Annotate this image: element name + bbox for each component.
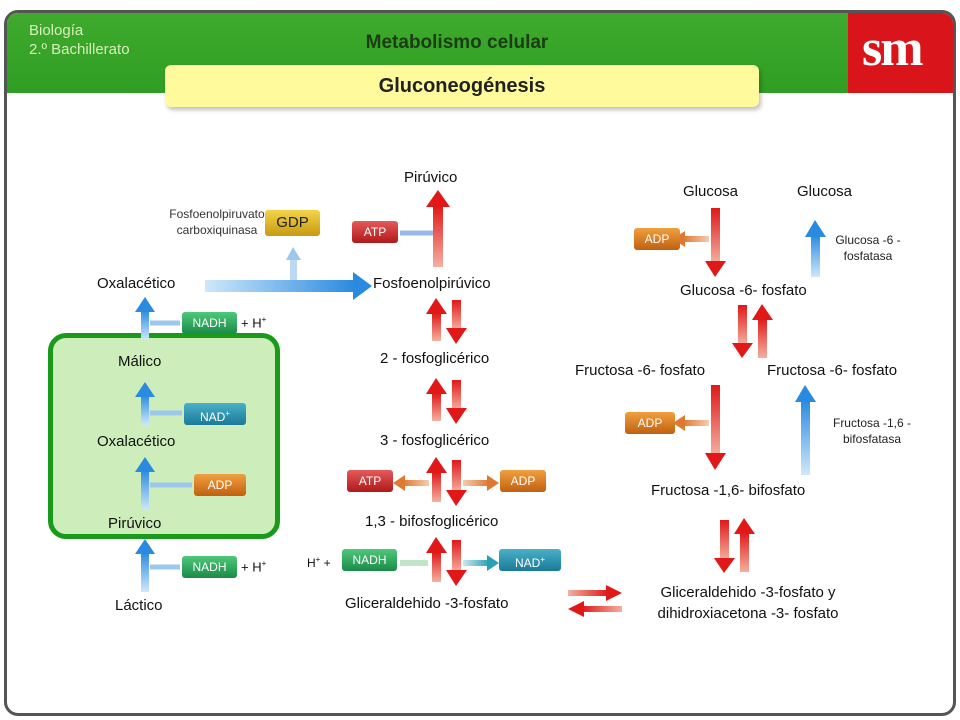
fructosa6p-right-label: Fructosa -6- fosfato: [767, 362, 898, 379]
pepck-line2: carboxiquinasa: [176, 223, 258, 237]
oxalacetico-to-pep-arrow: [205, 272, 372, 300]
triose-line2: dihidroxiacetona -3- fosfato: [657, 605, 839, 622]
nad-center-branch: [463, 555, 499, 571]
fosfoglicerico2-label: 2 - fosfoglicérico: [380, 350, 490, 367]
triose-exchange-arrows: [568, 585, 622, 617]
subject-name: Biología: [29, 22, 84, 39]
adp-mid-right-branch: [673, 415, 709, 431]
fbpase-line2: bifosfatasa: [842, 432, 902, 446]
nad-center-badge: NAD+: [499, 549, 561, 571]
piruvico-left-label: Pirúvico: [108, 515, 162, 532]
gliceraldehido-center-label: Gliceraldehido -3-fosfato: [345, 595, 509, 612]
left-up-arrow-1: [135, 297, 155, 340]
nadh-center-branch: [400, 560, 428, 566]
h-plus-center-text: H: [307, 556, 316, 570]
nad-left-badge: NAD+: [184, 403, 246, 425]
g6pase-line1: Glucosa -6 -: [835, 233, 901, 247]
atp-low-branch: [393, 475, 429, 491]
adp-mid-right-badge: ADP: [625, 412, 675, 434]
left-up-arrow-4: [135, 539, 155, 592]
glucosa-down-arrow: [705, 208, 726, 277]
h-plus-bottom-text: + H: [241, 559, 262, 575]
g6p-f6p-pair: [732, 304, 773, 358]
h-plus-top-text: + H: [241, 315, 262, 331]
center-pair-3: [426, 457, 467, 506]
nadh-bottom-badge: NADH: [182, 556, 237, 578]
atp-top-badge: ATP: [352, 221, 398, 243]
glucosa6p-label: Glucosa -6- fosfato: [680, 282, 807, 299]
oxalacetico-mid-label: Oxalacético: [97, 433, 176, 450]
fructosa16-label: Fructosa -1,6- bifosfato: [651, 482, 806, 499]
fbpase-line1: Fructosa -1,6 -: [832, 416, 912, 430]
malico-label: Málico: [118, 353, 162, 370]
glucosa6fosfatasa-up-arrow: [805, 220, 826, 277]
adp-low-branch: [463, 475, 499, 491]
fructosa6p-left-label: Fructosa -6- fosfato: [575, 362, 706, 379]
bifosfoglicerico-label: 1,3 - bifosfoglicérico: [365, 513, 499, 530]
glucosa-left-label: Glucosa: [683, 183, 739, 200]
fosfoglicerico3-label: 3 - fosfoglicérico: [380, 432, 490, 449]
piruvico-center-label: Pirúvico: [404, 169, 458, 186]
subject-label: Biología 2.º Bachillerato: [29, 21, 130, 59]
nadh-center-badge: NADH: [342, 549, 397, 571]
center-pair-1: [426, 298, 467, 344]
adp-left-badge: ADP: [194, 474, 246, 496]
triose-label: Gliceraldehido -3-fosfato y dihidroxiace…: [628, 582, 868, 624]
adp-center-badge: ADP: [500, 470, 546, 492]
fructosa-bifosfatasa-up-arrow: [795, 385, 816, 475]
pepck-enzyme-label: Fosfoenolpiruvato carboxiquinasa: [157, 206, 277, 238]
gdp-branch-arrow: [286, 247, 301, 280]
h-plus-bottom: + H+: [241, 559, 267, 575]
logo-text: sm: [862, 20, 924, 77]
left-up-arrow-2: [135, 382, 155, 425]
f6p-down-arrow: [705, 385, 726, 470]
f16bp-triose-pair: [714, 518, 755, 573]
oxalacetico-top-label: Oxalacético: [97, 275, 176, 292]
glucosa-right-label: Glucosa: [797, 183, 853, 200]
g6pase-line2: fosfatasa: [843, 249, 893, 263]
atp-low-badge: ATP: [347, 470, 393, 492]
left-up-arrow-3: [135, 457, 155, 510]
center-pair-2: [426, 378, 467, 424]
h-plus-top: + H+: [241, 315, 267, 331]
nadh-top-badge: NADH: [182, 312, 237, 334]
nad-center-text: NAD: [514, 556, 541, 570]
section-banner: Gluconeogénesis: [165, 65, 759, 107]
fructosa-bifosfatasa-label: Fructosa -1,6 - bifosfatasa: [812, 415, 932, 447]
sm-logo: sm: [848, 13, 953, 93]
adp-top-right-badge: ADP: [634, 228, 680, 250]
h-plus-center: H+ +: [307, 555, 331, 570]
lactico-label: Láctico: [115, 597, 163, 614]
course-name: 2.º Bachillerato: [29, 41, 130, 58]
pepck-line1: Fosfoenolpiruvato: [169, 207, 265, 221]
pep-to-piruvico-arrow: [426, 190, 450, 267]
gdp-badge: GDP: [265, 210, 320, 236]
glucosa6fosfatasa-label: Glucosa -6 - fosfatasa: [818, 232, 918, 264]
center-pair-4: [426, 537, 467, 586]
fosfoenolpiruvico-label: Fosfoenolpirúvico: [373, 275, 491, 292]
mitochondria-box: [48, 333, 280, 539]
page-title: Metabolismo celular: [365, 32, 549, 53]
nad-left-text: NAD: [199, 410, 226, 424]
triose-line1: Gliceraldehido -3-fosfato y: [660, 584, 836, 601]
